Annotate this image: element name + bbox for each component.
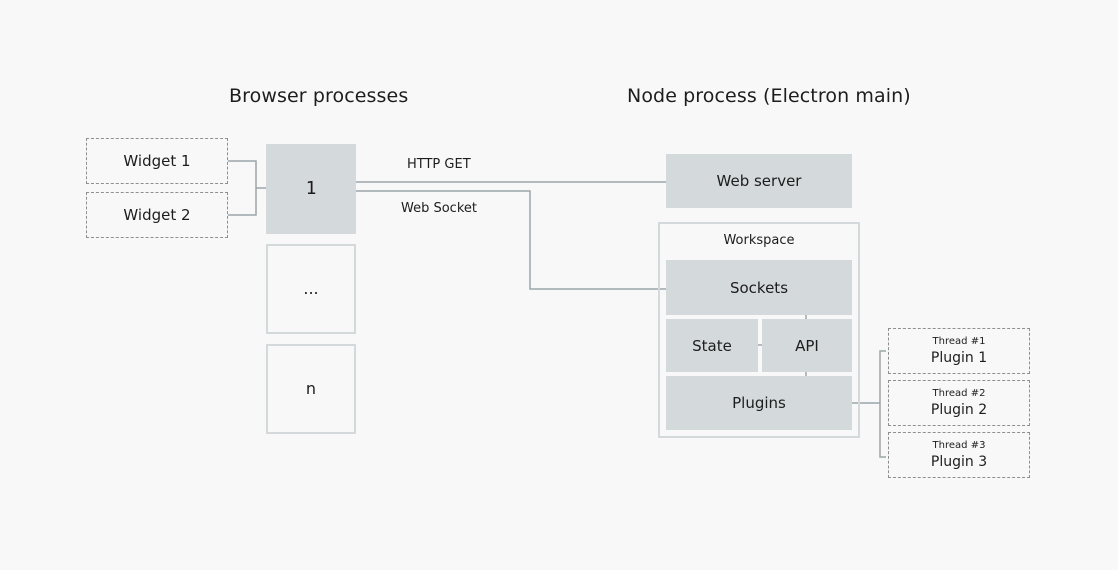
thread-3-label: Thread #3: [932, 440, 986, 451]
widget-2-label: Widget 2: [123, 206, 191, 224]
widget-1-box: Widget 1: [86, 138, 228, 184]
browser-process-n: n: [266, 344, 356, 434]
api-box: API: [762, 319, 852, 372]
widget2-connector: [228, 188, 257, 216]
thread-2-label: Thread #2: [932, 388, 986, 399]
browser-process-n-label: n: [305, 379, 317, 398]
state-box: State: [666, 319, 758, 372]
plugins-label: Plugins: [732, 394, 786, 412]
browser-process-1-label: 1: [305, 178, 317, 199]
sockets-label: Sockets: [729, 278, 789, 297]
workspace-title: Workspace: [723, 233, 795, 248]
web-socket-label: Web Socket: [401, 201, 477, 216]
browser-process-ellipsis-label: ...: [303, 279, 319, 298]
thread-1-label: Thread #1: [932, 336, 986, 347]
workspace-container: [658, 222, 860, 438]
plugin-1-label: Plugin 1: [930, 350, 988, 366]
web-server-box: Web server: [666, 154, 852, 208]
browser-process-ellipsis: ...: [266, 244, 356, 334]
http-get-label: HTTP GET: [407, 157, 471, 172]
state-label: State: [692, 336, 732, 355]
sockets-box: Sockets: [666, 260, 852, 315]
plugin-2-label: Plugin 2: [930, 402, 988, 418]
thread-1-box: Thread #1 Plugin 1: [888, 328, 1030, 374]
node-process-title: Node process (Electron main): [627, 85, 911, 107]
browser-processes-title: Browser processes: [229, 85, 409, 107]
widget-1-label: Widget 1: [123, 152, 191, 170]
api-label: API: [795, 336, 819, 355]
threads-bracket: [879, 350, 886, 458]
plugin-3-label: Plugin 3: [930, 454, 988, 470]
thread-2-box: Thread #2 Plugin 2: [888, 380, 1030, 426]
browser-process-1: 1: [266, 144, 356, 234]
plugins-box: Plugins: [666, 376, 852, 430]
widget1-connector: [228, 160, 257, 188]
thread-3-box: Thread #3 Plugin 3: [888, 432, 1030, 478]
widget-2-box: Widget 2: [86, 192, 228, 238]
web-server-label: Web server: [716, 172, 802, 190]
